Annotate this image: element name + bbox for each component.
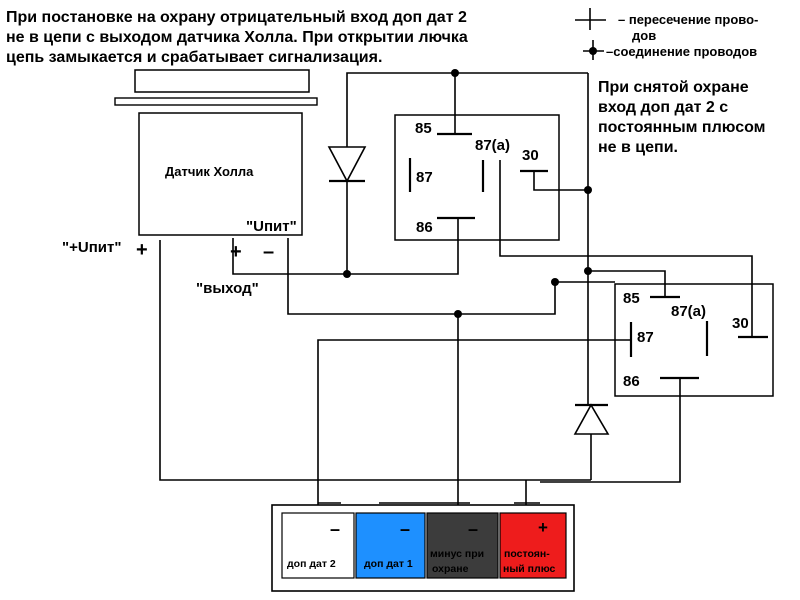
legend-crossing-line1: – пересечение прово- [618, 12, 758, 27]
terminal-4-sign: + [538, 518, 548, 537]
sensor-minus-sign: – [263, 241, 274, 263]
relay-1: 85 87(a) 30 87 86 [394, 114, 560, 241]
junction-symbol-dot [589, 47, 597, 55]
disarm-note: При снятой охране вход доп дат 2 с посто… [598, 79, 766, 156]
junction-dot [451, 69, 459, 77]
wire-r2-86 [540, 378, 681, 483]
relay-1-pin-87a: 87(a) [475, 137, 510, 154]
legend-junction: –соединение проводов [606, 44, 757, 59]
arm-note-line1: При постановке на охрану отрицательный в… [6, 9, 467, 26]
disarm-note-line1: При снятой охране [598, 79, 749, 96]
terminal-4-label-line1: постоян- [504, 548, 550, 560]
relay-2-pin-30: 30 [732, 315, 749, 332]
legend-crossing-line2: дов [632, 28, 656, 43]
relay-2-pin-87a: 87(a) [671, 303, 706, 320]
terminal-3-label-line2: охране [432, 563, 469, 575]
diode-2 [573, 403, 610, 435]
sensor-plus-sign-left: + [136, 239, 148, 261]
junctions [314, 69, 592, 550]
relay-1-pin-86: 86 [416, 219, 433, 236]
terminal-minus-armed [426, 512, 499, 579]
junction-dot [551, 278, 559, 286]
disarm-note-line3: постоянным плюсом [598, 119, 766, 136]
disarm-note-line2: вход доп дат 2 с [598, 99, 728, 116]
sensor-plate [114, 97, 318, 106]
terminal-4-label-line2: ный плюс [503, 563, 556, 575]
junction-dot [584, 267, 592, 275]
relay-1-pin-87: 87 [416, 169, 433, 186]
wire-r1-87a-r2-30 [499, 160, 753, 337]
terminal-3-label-line1: минус при [430, 548, 484, 560]
junction-dot [343, 270, 351, 278]
wire-r1-30-bus [533, 171, 588, 191]
wire-sensor-supply [287, 238, 556, 315]
wire-r2-87-t1 [317, 339, 631, 546]
arm-note: При постановке на охрану отрицательный в… [6, 9, 468, 66]
sensor-supply-plus-label: "+Uпит" [62, 239, 121, 256]
relay-1-pin-85: 85 [415, 120, 432, 137]
terminal-3-sign: – [468, 519, 478, 539]
sensor-supply-label: "Uпит" [246, 218, 297, 235]
terminal-dop-dat-2 [281, 512, 355, 579]
diode-1-body [327, 146, 367, 183]
arm-note-line2: не в цепи с выходом датчика Холла. При о… [6, 29, 468, 46]
terminal-1-label: доп дат 2 [287, 558, 336, 570]
terminal-dop-dat-1 [355, 512, 426, 579]
junction-dot [454, 310, 462, 318]
sensor-body [138, 112, 303, 236]
diode-1 [327, 146, 367, 183]
terminal-connector: – доп дат 2 – доп дат 1 – минус при охра… [271, 504, 575, 592]
sensor-name: Датчик Холла [165, 164, 254, 179]
terminal-2-label: доп дат 1 [364, 558, 413, 570]
terminal-constant-plus [499, 512, 567, 579]
relay-2-pin-87: 87 [637, 329, 654, 346]
hall-sensor: Датчик Холла "Uпит" "+Uпит" + + – "выход… [62, 69, 318, 297]
diode-2-body [573, 403, 610, 435]
relay-1-box [394, 114, 560, 241]
disarm-note-line4: не в цепи. [598, 139, 678, 156]
relay-2-pin-86: 86 [623, 373, 640, 390]
arm-note-line3: цепь замыкается и срабатывает сигнализац… [6, 49, 382, 66]
wire-top-bus [346, 72, 588, 147]
wire-plus-supply [159, 240, 591, 481]
sensor-plus-sign: + [230, 241, 242, 263]
wire-bus-r2-85 [588, 270, 666, 297]
legend: – пересечение прово- дов –соединение про… [575, 8, 758, 60]
relay-2: 85 87(a) 30 87 86 [614, 283, 774, 397]
relay-2-pin-85: 85 [623, 290, 640, 307]
relay-1-pin-30: 30 [522, 147, 539, 164]
terminal-2-sign: – [400, 519, 410, 539]
sensor-magnet [134, 69, 310, 93]
junction-dot [584, 186, 592, 194]
sensor-output-label: "выход" [196, 280, 259, 297]
terminal-1-sign: – [330, 519, 340, 539]
